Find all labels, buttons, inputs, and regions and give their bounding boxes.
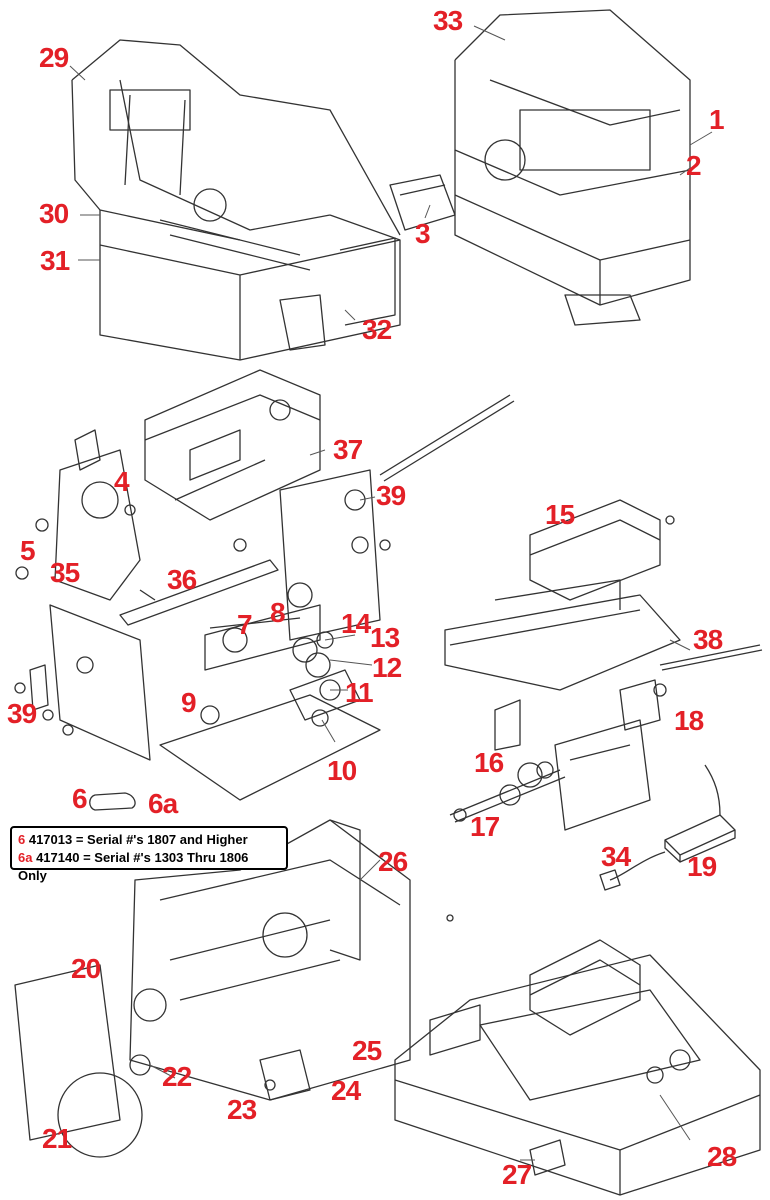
leader-lines [69, 25, 713, 1161]
legend-text-6a: 417140 = Serial #'s 1303 Thru 1806 Only [18, 850, 249, 883]
callout-37: 37 [333, 434, 363, 465]
base-electronics [394, 939, 761, 1196]
callout-39-top: 39 [376, 480, 406, 511]
callout-6a: 6a [148, 788, 178, 819]
platen-cover [529, 499, 675, 601]
callout-38: 38 [693, 624, 723, 655]
callout-13: 13 [370, 622, 400, 653]
callout-20: 20 [71, 953, 101, 984]
callout-15: 15 [545, 499, 575, 530]
callout-35: 35 [50, 557, 80, 588]
callout-2: 2 [686, 150, 702, 181]
callout-34: 34 [601, 841, 631, 872]
left-frame-motor [15, 429, 141, 601]
callout-31: 31 [40, 245, 70, 276]
callout-6: 6 [72, 783, 88, 814]
callout-30: 30 [39, 198, 69, 229]
serial-legend-box: 6 417013 = Serial #'s 1807 and Higher 6a… [10, 826, 288, 883]
callout-33: 33 [433, 5, 463, 36]
callout-19: 19 [687, 851, 717, 882]
callout-27: 27 [502, 1159, 532, 1190]
callout-18: 18 [674, 705, 704, 736]
printer-open-assembly [71, 39, 401, 361]
legend-text-6: 417013 = Serial #'s 1807 and Higher [25, 832, 248, 847]
callout-25: 25 [352, 1035, 382, 1066]
legend-ref-6a: 6a [18, 850, 33, 865]
legend-ref-6: 6 [18, 832, 26, 847]
callout-16: 16 [474, 747, 504, 778]
cover-module [144, 369, 321, 521]
head-frame [444, 579, 763, 751]
callout-1: 1 [709, 104, 725, 135]
callout-12: 12 [372, 652, 402, 683]
printer-closed-assembly [389, 9, 691, 326]
long-shaft-right-plate [279, 394, 515, 641]
callout-39-left: 39 [7, 698, 37, 729]
flex-cable [89, 792, 136, 811]
callout-14: 14 [341, 608, 371, 639]
callout-26: 26 [378, 846, 408, 877]
legend-row-6a: 6a 417140 = Serial #'s 1303 Thru 1806 On… [18, 849, 280, 885]
callout-10: 10 [327, 755, 357, 786]
callout-28: 28 [707, 1141, 737, 1172]
left-side-plate [14, 604, 151, 761]
callout-7: 7 [237, 609, 253, 640]
legend-row-6: 6 417013 = Serial #'s 1807 and Higher [18, 831, 280, 849]
callout-36: 36 [167, 564, 197, 595]
power-adapter [599, 764, 736, 891]
callout-17: 17 [470, 811, 500, 842]
callout-23: 23 [227, 1094, 257, 1125]
callout-5: 5 [20, 535, 36, 566]
callout-11: 11 [345, 677, 374, 708]
gear-base-assembly [159, 582, 381, 801]
callout-8: 8 [270, 597, 286, 628]
callout-3: 3 [415, 218, 431, 249]
callout-29: 29 [39, 42, 69, 73]
cutter-assembly [449, 719, 651, 831]
shaft-bar [119, 538, 279, 626]
callout-22: 22 [162, 1061, 192, 1092]
callout-9: 9 [181, 687, 197, 718]
callout-21: 21 [42, 1123, 72, 1154]
callout-4: 4 [114, 466, 130, 497]
callout-32: 32 [362, 314, 392, 345]
callout-24: 24 [331, 1075, 361, 1106]
